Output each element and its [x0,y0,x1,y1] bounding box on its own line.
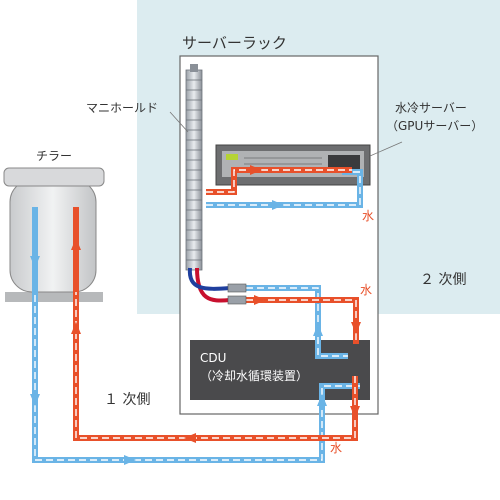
water-label-server: 水 [362,209,374,223]
server-status-led [226,154,238,160]
flow-arrows [30,165,361,465]
manifold-hot-hose [195,267,231,303]
manifold-label: マニホールド [86,101,158,115]
server-rack-label: サーバーラック [182,34,287,52]
water-server-label-1: 水冷サーバー [395,101,467,115]
connector-hot [227,295,247,305]
chiller-label: チラー [36,149,72,163]
cdu [190,340,370,400]
cdu-label-1: CDU [200,351,226,365]
chiller [3,167,105,302]
water-label-cdu: 水 [360,283,372,297]
manifold [185,64,203,271]
manifold-cold-hose [187,267,231,291]
primary-side-label: １ 次側 [104,392,150,408]
water-server-label-2: （GPUサーバー） [386,119,483,133]
manifold-leader-line [169,111,189,133]
water-label-primary: 水 [330,441,342,455]
connector-cold [227,283,247,293]
server-leader-line [369,141,403,157]
secondary-side-label: ２ 次側 [420,272,466,288]
cdu-label-2: （冷却水循環装置） [200,369,308,383]
